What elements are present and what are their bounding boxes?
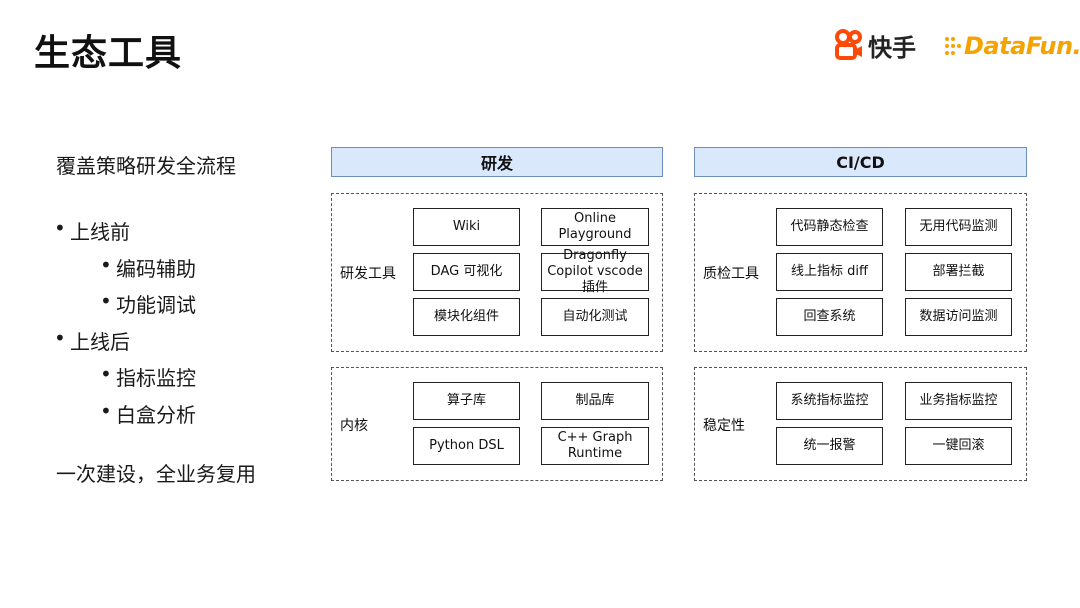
item-wiki: Wiki <box>413 208 520 246</box>
bullet-post-launch: 上线后 <box>54 326 130 355</box>
item-dead-code-monitor: 无用代码监测 <box>905 208 1012 246</box>
dev-kernel-label: 内核 <box>340 418 368 434</box>
item-one-click-rollback: 一键回滚 <box>905 427 1012 465</box>
item-auto-testing: 自动化测试 <box>541 298 649 336</box>
item-artifact-lib: 制品库 <box>541 382 649 420</box>
kuaishou-logo-icon <box>835 29 862 60</box>
stability-label: 稳定性 <box>703 418 745 434</box>
item-deploy-block: 部署拦截 <box>905 253 1012 291</box>
stability-group <box>694 367 1027 481</box>
bullet-pre-launch: 上线前 <box>54 216 130 245</box>
left-heading: 覆盖策略研发全流程 <box>56 154 236 178</box>
datafun-logo: DataFun. <box>944 30 1080 62</box>
page-title: 生态工具 <box>34 33 183 74</box>
sub-bullet-whitebox: 白盒分析 <box>100 399 196 428</box>
item-dragonfly-copilot: Dragonfly Copilot vscode 插件 <box>541 248 649 295</box>
item-python-dsl: Python DSL <box>413 427 520 465</box>
item-online-metric-diff: 线上指标 diff <box>776 253 883 291</box>
qa-tools-group <box>694 193 1027 352</box>
datafun-logo-text: DataFun. <box>964 32 1080 60</box>
item-dag-visualization: DAG 可视化 <box>413 253 520 291</box>
sub-bullet-coding-assist: 编码辅助 <box>100 253 196 282</box>
cicd-header: CI/CD <box>694 147 1027 177</box>
kuaishou-logo-text: 快手 <box>868 33 916 62</box>
qa-tools-label: 质检工具 <box>703 266 759 282</box>
item-system-metric-monitor: 系统指标监控 <box>776 382 883 420</box>
item-business-metric-monitor: 业务指标监控 <box>905 382 1012 420</box>
item-unified-alert: 统一报警 <box>776 427 883 465</box>
item-static-check: 代码静态检查 <box>776 208 883 246</box>
item-modular-components: 模块化组件 <box>413 298 520 336</box>
dev-header: 研发 <box>331 147 663 177</box>
sub-bullet-debugging: 功能调试 <box>100 289 196 318</box>
dev-kernel-group <box>331 367 663 481</box>
dev-tools-group <box>331 193 663 352</box>
item-cpp-graph-runtime: C++ Graph Runtime <box>541 427 649 465</box>
datafun-dots-icon <box>945 37 961 55</box>
item-data-access-monitor: 数据访问监测 <box>905 298 1012 336</box>
item-online-playground: Online Playground <box>541 208 649 246</box>
kuaishou-logo: 快手 <box>834 28 916 62</box>
item-lookback-system: 回查系统 <box>776 298 883 336</box>
item-operator-lib: 算子库 <box>413 382 520 420</box>
dev-tools-label: 研发工具 <box>340 266 396 282</box>
sub-bullet-metric-monitor: 指标监控 <box>100 362 196 391</box>
left-footer: 一次建设，全业务复用 <box>56 462 256 486</box>
